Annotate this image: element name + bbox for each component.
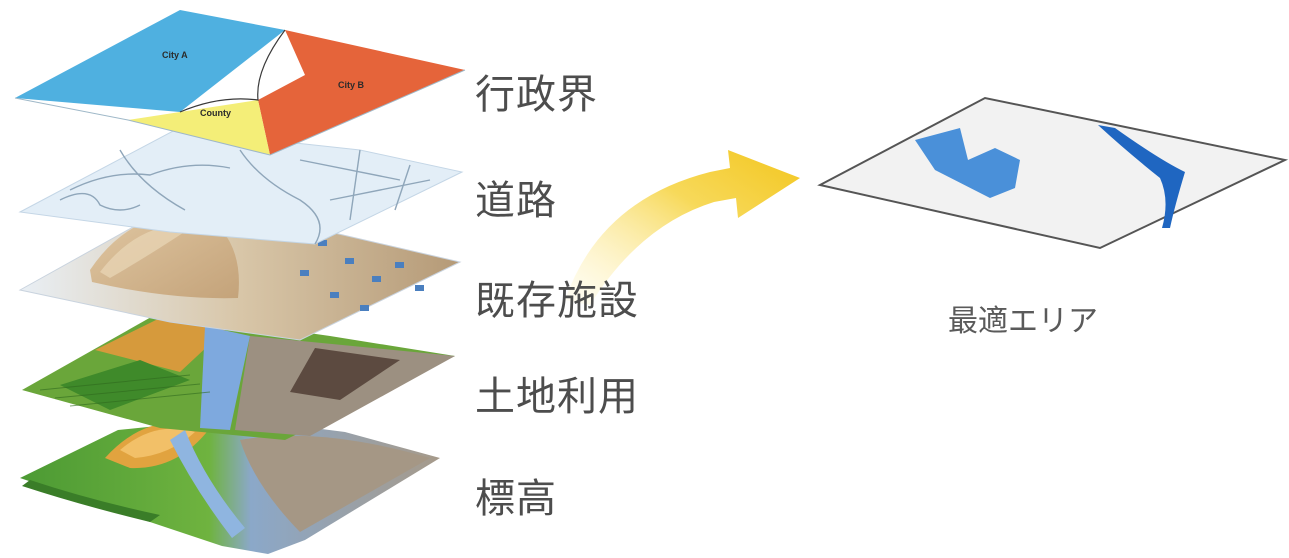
- result-label: 最適エリア: [948, 304, 1098, 339]
- region-a-label: City A: [162, 50, 188, 60]
- layer-label-facilities: 既存施設: [475, 278, 639, 324]
- region-b-label: City B: [338, 80, 365, 90]
- region-c-label: County: [200, 108, 231, 118]
- overlay-arrow-icon: [565, 150, 800, 305]
- optimal-area-region: [915, 128, 1020, 198]
- region-b-shape: [258, 30, 465, 155]
- elevation-layer: [20, 418, 440, 554]
- layer-label-roads: 道路: [475, 178, 557, 224]
- optimal-area-river: [1098, 125, 1185, 228]
- region-a-shape: [15, 10, 285, 112]
- layer-label-landuse: 土地利用: [475, 374, 639, 420]
- landuse-layer: [22, 312, 455, 440]
- region-c-shape: [128, 100, 270, 155]
- road-layer: [18, 129, 464, 245]
- optimal-area-map: [817, 96, 1289, 250]
- layer-label-boundary: 行政界: [475, 72, 598, 118]
- layer-label-elevation: 標高: [475, 476, 557, 522]
- boundary-layer: City A City B County: [14, 10, 466, 156]
